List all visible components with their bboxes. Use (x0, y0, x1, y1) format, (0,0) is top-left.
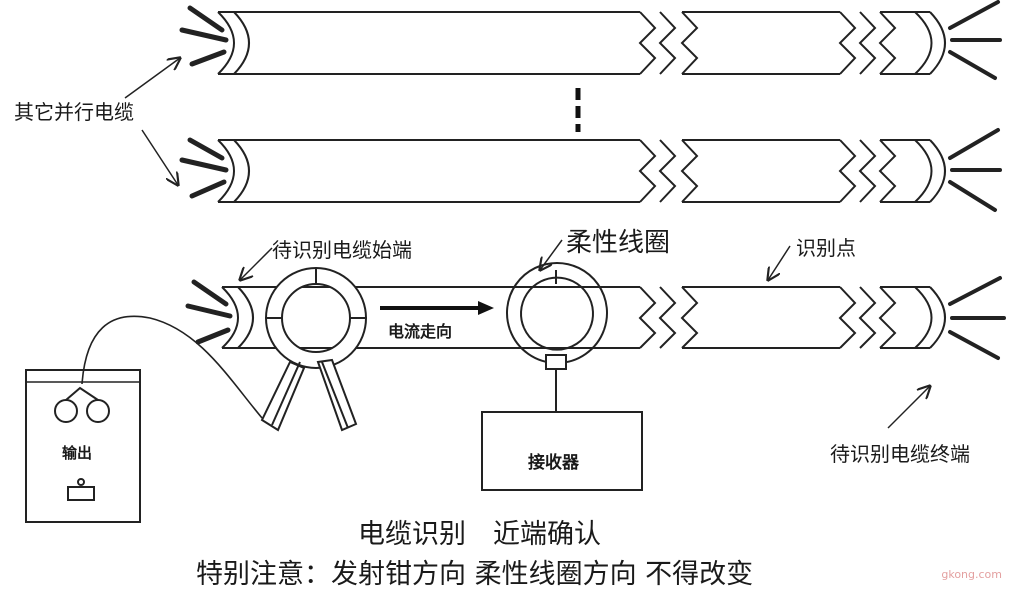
transmitter-display (67, 486, 95, 501)
target-cable (185, 276, 1006, 360)
current-direction-arrow (380, 301, 494, 315)
watermark: gkong.com (941, 568, 1002, 581)
flexible-coil (506, 262, 608, 412)
parallel-cable-top (179, 0, 1002, 80)
other-cables-arrows (124, 58, 180, 185)
current-direction-label: 电流走向 (388, 322, 453, 341)
cable-end-label: 待识别电缆终端 (830, 442, 970, 466)
transmitter-box (25, 369, 141, 523)
output-terminal-left (54, 399, 78, 423)
output-terminal-right (86, 399, 110, 423)
identify-point-label: 识别点 (796, 236, 856, 260)
caption-line2: 特别注意：发射钳方向 柔性线圈方向 不得改变 (196, 559, 754, 590)
transmitter-clamp (260, 267, 368, 432)
receiver-label: 接收器 (528, 453, 579, 473)
other-cables-label: 其它并行电缆 (14, 100, 134, 124)
lead-wire (81, 315, 263, 419)
cable-start-label: 待识别电缆始端 (272, 238, 412, 262)
label-arrows (240, 239, 930, 429)
output-label: 输出 (62, 444, 93, 462)
receiver-box (481, 411, 643, 491)
caption-line1: 电缆识别 近端确认 (358, 519, 601, 550)
parallel-cable-second (179, 128, 1002, 212)
flexible-coil-label: 柔性线圈 (566, 228, 671, 258)
